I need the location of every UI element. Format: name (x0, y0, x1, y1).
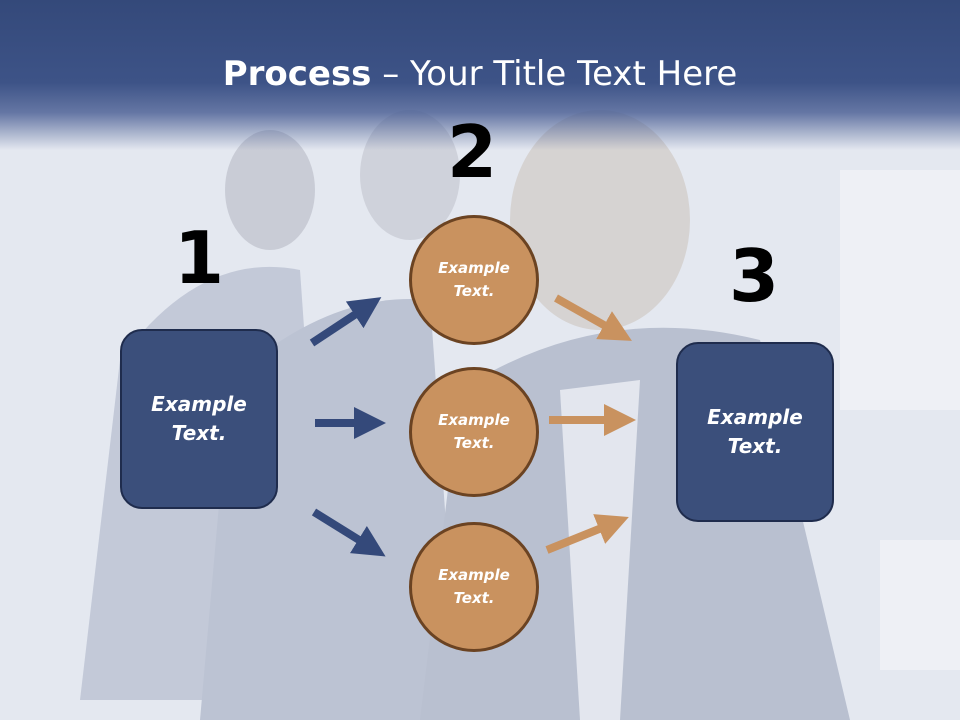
arrow-left-to-circle-3 (311, 508, 386, 557)
left-box-line1: Example (151, 392, 247, 416)
arrow-circle-3-to-right (545, 514, 629, 554)
arrow-left-to-circle-1 (309, 297, 382, 347)
circle-1-line2: Text. (453, 282, 495, 300)
title-rest: – Your Title Text Here (371, 54, 738, 94)
circle-1-line1: Example (438, 259, 510, 277)
right-box-line1: Example (707, 405, 803, 429)
circle-3-line1: Example (438, 566, 510, 584)
title-bold: Process (222, 54, 372, 94)
circle-2-line2: Text. (453, 434, 495, 452)
arrow-circle-1-to-right (554, 294, 632, 341)
slide-title: Process – Your Title Text Here (0, 52, 960, 96)
circle-3-line2: Text. (453, 589, 495, 607)
step-number-2: 2 (446, 110, 498, 194)
right-box-line2: Text. (727, 434, 783, 458)
step-number-3: 3 (728, 234, 780, 318)
title-bar (0, 0, 960, 150)
circle-2-line1: Example (438, 411, 510, 429)
left-box-line2: Text. (171, 421, 227, 445)
step-number-1: 1 (173, 216, 225, 300)
